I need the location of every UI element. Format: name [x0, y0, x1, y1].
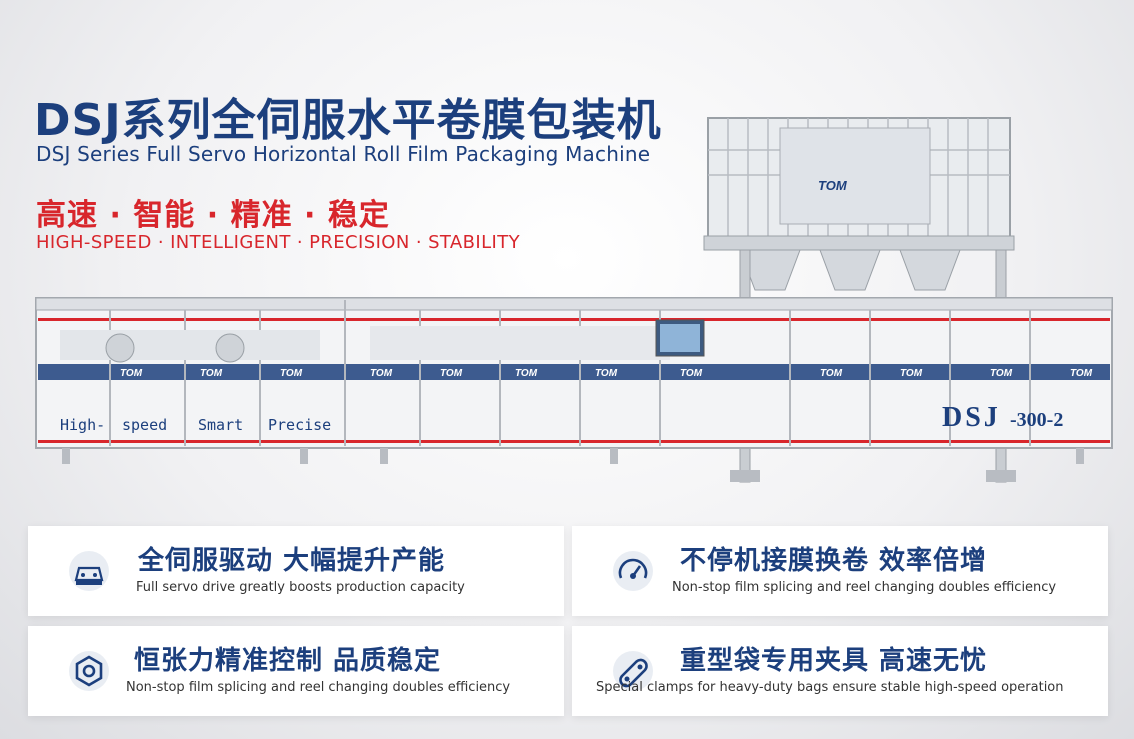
- feature-desc: Non-stop film splicing and reel changing…: [126, 680, 511, 695]
- svg-text:TOM: TOM: [200, 368, 223, 379]
- feature-card-1: 全伺服驱动 大幅提升产能 Full servo drive greatly bo…: [28, 526, 564, 616]
- servo-drive-icon: [69, 551, 109, 591]
- machine-body: TOM TOM TOM TOM TOM TOM TOM TOM TOM TOM TOM TOM: [35, 297, 1113, 464]
- svg-text:TOM: TOM: [440, 368, 463, 379]
- svg-text:TOM: TOM: [820, 368, 843, 379]
- page-title: DSJ系列全伺服水平卷膜包装机: [34, 95, 662, 146]
- page-subtitle: DSJ Series Full Servo Horizontal Roll Fi…: [36, 142, 651, 166]
- feature-desc: Non-stop film splicing and reel changing…: [672, 580, 1057, 595]
- svg-text:TOM: TOM: [120, 368, 143, 379]
- slogan-cn: 高速 · 智能 · 精准 · 稳定: [36, 198, 390, 233]
- tower-logo: TOM: [818, 178, 848, 193]
- panel-label-4: Precise: [268, 416, 331, 434]
- hopper-cage: TOM: [703, 117, 1016, 483]
- feature-title: 重型袋专用夹具 高速无忧: [680, 646, 988, 676]
- svg-text:TOM: TOM: [680, 368, 703, 379]
- model-suffix: -300-2: [1010, 409, 1063, 431]
- panel-label-1: High-: [60, 416, 105, 434]
- svg-text:TOM: TOM: [990, 368, 1013, 379]
- machine-illustration: TOM: [35, 117, 1113, 483]
- panel-label-2: speed: [122, 416, 167, 434]
- slogan-en: HIGH-SPEED · INTELLIGENT · PRECISION · S…: [36, 232, 520, 253]
- hex-nut-icon: [69, 651, 109, 691]
- model-label: DSJ: [942, 402, 1001, 433]
- feature-title: 全伺服驱动 大幅提升产能: [138, 546, 446, 576]
- gauge-icon: [613, 551, 653, 591]
- svg-text:TOM: TOM: [515, 368, 538, 379]
- svg-text:TOM: TOM: [280, 368, 303, 379]
- feature-title: 恒张力精准控制 品质稳定: [134, 646, 442, 676]
- svg-text:TOM: TOM: [900, 368, 923, 379]
- feature-card-2: 不停机接膜换卷 效率倍增 Non-stop film splicing and …: [572, 526, 1108, 616]
- feature-desc: Special clamps for heavy-duty bags ensur…: [596, 680, 1064, 695]
- chain-link-icon: [613, 651, 653, 691]
- panel-label-3: Smart: [198, 416, 243, 434]
- svg-text:TOM: TOM: [1070, 368, 1093, 379]
- feature-card-4: 重型袋专用夹具 高速无忧 Special clamps for heavy-du…: [572, 626, 1108, 716]
- feature-title: 不停机接膜换卷 效率倍增: [680, 546, 988, 576]
- svg-text:TOM: TOM: [370, 368, 393, 379]
- svg-text:TOM: TOM: [595, 368, 618, 379]
- feature-card-3: 恒张力精准控制 品质稳定 Non-stop film splicing and …: [28, 626, 564, 716]
- feature-desc: Full servo drive greatly boosts producti…: [136, 580, 465, 595]
